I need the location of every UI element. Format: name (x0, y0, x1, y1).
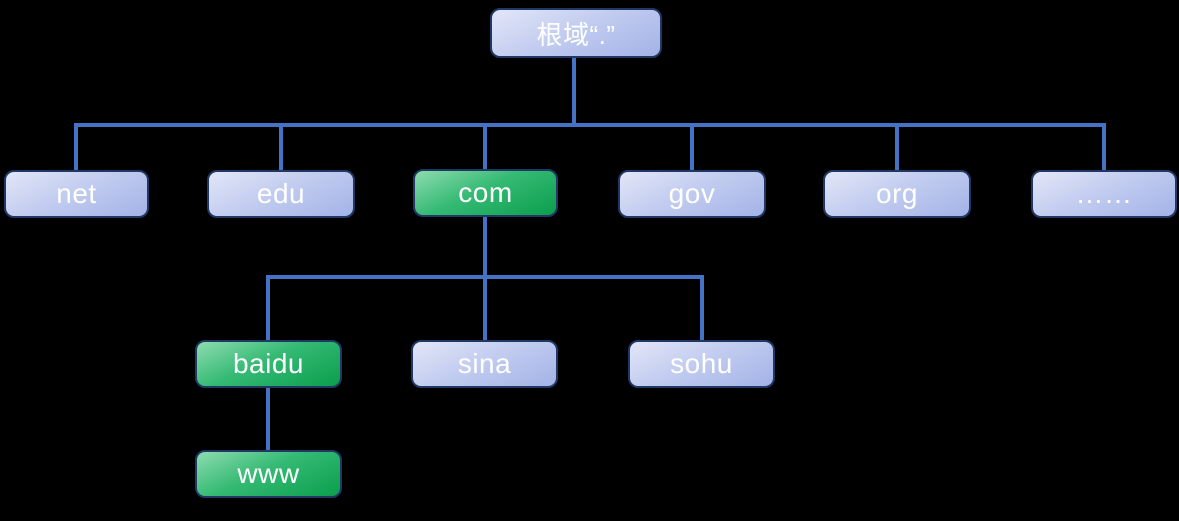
connector-drop-sohu (700, 275, 704, 342)
connector-drop-sina (483, 275, 487, 342)
connector-level1-horizontal (74, 123, 1106, 127)
node-label: www (237, 458, 300, 489)
connector-baidu-www-stem (266, 386, 270, 452)
node-label: gov (668, 178, 716, 209)
connector-drop-edu (279, 123, 283, 172)
node-www: www (195, 450, 342, 498)
node-label: edu (256, 178, 306, 209)
node-label: org (876, 178, 918, 209)
node-ellipsis-more-tlds: …… (1031, 170, 1177, 218)
connector-root-stem (572, 54, 576, 125)
node-sohu: sohu (628, 340, 775, 388)
node-label: …… (1075, 178, 1133, 209)
node-net: net (4, 170, 149, 218)
connector-drop-com (483, 123, 487, 172)
connector-drop-gov (690, 123, 694, 172)
connector-drop-more (1102, 123, 1106, 172)
connector-com-stem (483, 214, 487, 277)
node-com: com (413, 169, 558, 217)
node-label: net (56, 178, 97, 209)
connector-drop-org (895, 123, 899, 172)
node-label: sohu (670, 348, 733, 379)
node-gov: gov (618, 170, 766, 218)
node-label: 根域“.” (536, 19, 616, 50)
node-org: org (823, 170, 971, 218)
node-label: sina (457, 348, 512, 379)
node-edu: edu (207, 170, 355, 218)
node-root-domain: 根域“.” (490, 8, 662, 58)
node-label: baidu (232, 348, 304, 379)
node-sina: sina (411, 340, 558, 388)
node-baidu: baidu (195, 340, 342, 388)
connector-drop-net (74, 123, 78, 172)
connector-drop-baidu (266, 275, 270, 342)
node-label: com (458, 177, 513, 208)
